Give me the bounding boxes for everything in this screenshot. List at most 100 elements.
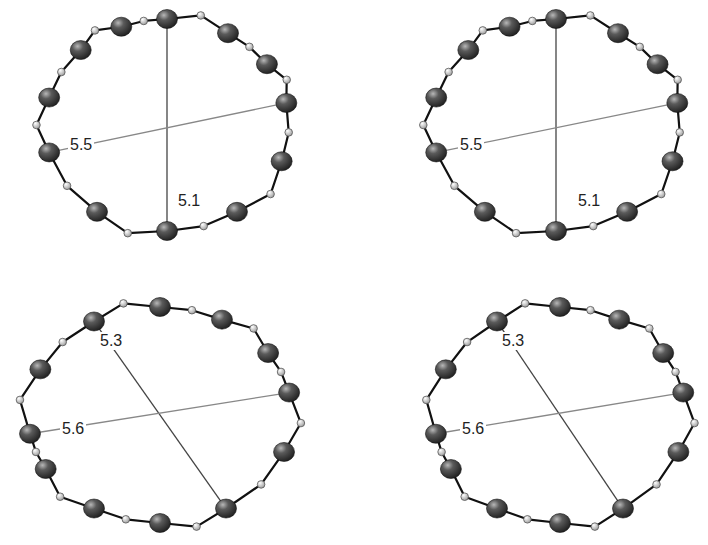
large-atom xyxy=(157,222,178,241)
large-atom xyxy=(30,360,51,379)
large-atom xyxy=(87,202,108,221)
large-atom xyxy=(426,143,447,162)
small-atom xyxy=(672,368,680,376)
large-atom xyxy=(426,88,447,107)
large-atom xyxy=(39,143,60,162)
small-atom xyxy=(124,229,132,237)
small-atom xyxy=(653,481,661,489)
large-atom xyxy=(435,360,456,379)
large-atom xyxy=(546,10,567,29)
large-atom xyxy=(216,499,237,518)
small-atom xyxy=(33,121,41,129)
small-atom xyxy=(193,523,201,531)
small-atom xyxy=(56,493,64,501)
large-atom xyxy=(667,93,688,112)
ring-bond xyxy=(20,303,301,526)
small-atom xyxy=(246,43,254,51)
distance-line xyxy=(497,321,623,508)
small-atom xyxy=(120,300,128,308)
small-atom xyxy=(200,222,208,230)
small-atom xyxy=(297,419,305,427)
distance-line xyxy=(94,321,226,508)
small-atom xyxy=(91,27,99,35)
small-atom xyxy=(463,338,471,346)
small-atom xyxy=(267,190,275,198)
small-atom xyxy=(479,27,487,35)
small-atom xyxy=(636,43,644,51)
large-atom xyxy=(84,312,105,331)
large-atom xyxy=(111,17,132,36)
large-atom xyxy=(440,460,461,479)
distance-label: 5.5 xyxy=(68,136,94,154)
ring-bond xyxy=(36,15,288,233)
small-atom xyxy=(674,76,682,84)
distance-line xyxy=(166,19,167,231)
large-atom xyxy=(256,55,277,74)
molecular-ring xyxy=(420,10,688,241)
large-atom xyxy=(608,24,629,43)
large-atom xyxy=(274,442,295,461)
small-atom xyxy=(420,121,428,129)
distance-label: 5.1 xyxy=(176,192,202,210)
large-atom xyxy=(258,344,279,363)
ring-bond xyxy=(423,15,679,233)
small-atom xyxy=(423,396,431,404)
small-atom xyxy=(16,396,24,404)
small-atom xyxy=(283,76,291,84)
small-atom xyxy=(285,129,293,137)
distance-label: 5.6 xyxy=(460,420,486,438)
small-atom xyxy=(587,12,595,20)
large-atom xyxy=(499,17,520,36)
large-atom xyxy=(425,424,446,443)
large-atom xyxy=(662,152,683,171)
large-atom xyxy=(673,383,694,402)
large-atom xyxy=(271,152,292,171)
large-atom xyxy=(609,310,630,329)
small-atom xyxy=(676,129,684,137)
large-atom xyxy=(647,55,668,74)
large-atom xyxy=(39,88,60,107)
large-atom xyxy=(20,424,41,443)
small-atom xyxy=(646,325,654,333)
small-atom xyxy=(257,481,265,489)
large-atom xyxy=(613,499,634,518)
large-atom xyxy=(84,499,105,518)
distance-label: 5.5 xyxy=(458,136,484,154)
large-atom xyxy=(617,202,638,221)
large-atom xyxy=(157,10,178,29)
large-atom xyxy=(70,41,91,60)
small-atom xyxy=(277,368,285,376)
small-atom xyxy=(591,523,599,531)
small-atom xyxy=(524,516,532,524)
molecular-ring xyxy=(423,298,699,533)
small-atom xyxy=(657,190,665,198)
small-atom xyxy=(188,306,196,314)
small-atom xyxy=(451,182,459,190)
large-atom xyxy=(487,499,508,518)
small-atom xyxy=(32,448,40,456)
small-atom xyxy=(140,17,148,25)
large-atom xyxy=(226,202,247,221)
small-atom xyxy=(438,448,446,456)
small-atom xyxy=(197,12,205,20)
distance-label: 5.3 xyxy=(98,332,124,350)
large-atom xyxy=(550,298,571,317)
large-atom xyxy=(458,41,479,60)
small-atom xyxy=(512,229,520,237)
distance-line xyxy=(555,19,556,231)
large-atom xyxy=(550,514,571,533)
small-atom xyxy=(529,17,537,25)
ring-bond xyxy=(426,303,694,526)
molecular-ring xyxy=(16,298,305,533)
small-atom xyxy=(445,68,453,76)
distance-label: 5.6 xyxy=(60,420,86,438)
large-atom xyxy=(276,93,297,112)
large-atom xyxy=(546,222,567,241)
large-atom xyxy=(487,312,508,331)
large-atom xyxy=(279,383,300,402)
small-atom xyxy=(461,493,469,501)
small-atom xyxy=(589,222,597,230)
molecular-ring xyxy=(33,10,297,241)
